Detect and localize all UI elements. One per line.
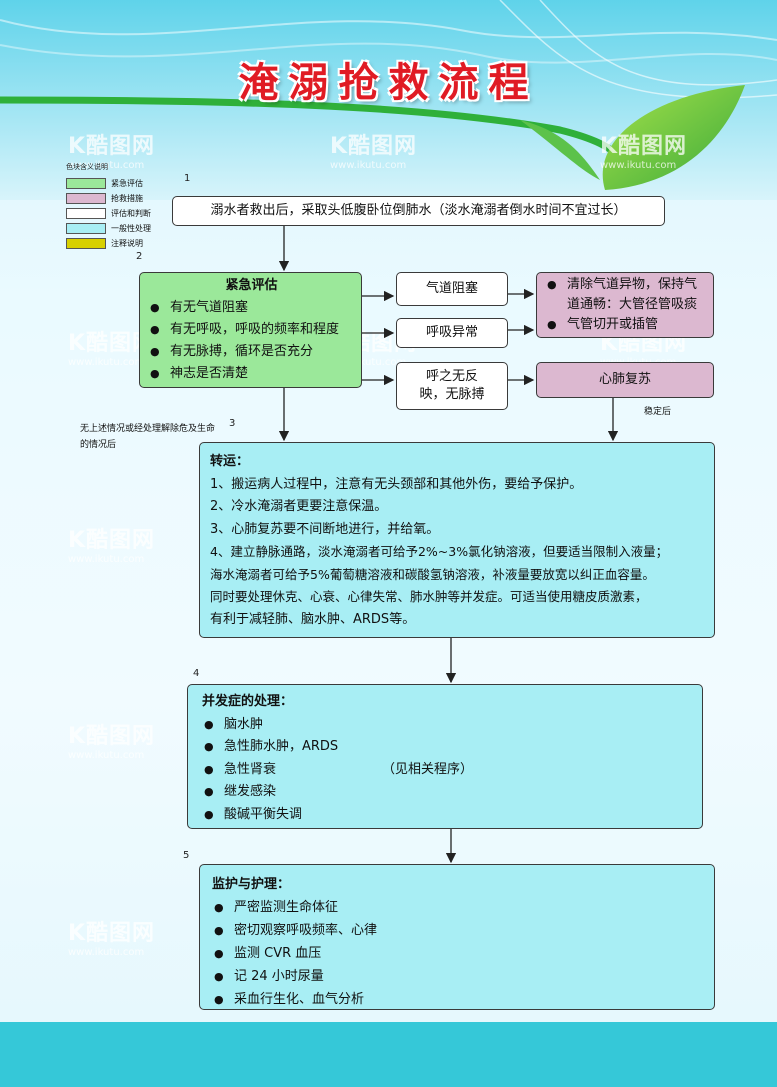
page-title: 淹溺抢救流程 [238,59,539,106]
legend-item: 评估和判断 [66,206,151,221]
transfer-line: 有利于减轻肺、脑水肿、ARDS等。 [210,611,416,627]
cpr-box: 心肺复苏 [536,362,714,398]
rescue-step-box: 溺水者救出后，采取头低腹卧位倒肺水（淡水淹溺者倒水时间不宜过长） [172,196,665,226]
assessment-title: 紧急评估 [225,278,278,293]
measure-item: 气管切开或插管 [545,315,707,335]
legend-item: 注释说明 [66,236,151,251]
complications-box: 并发症的处理： 脑水肿 急性肺水肿，ARDS 急性肾衰 继发感染 酸碱平衡失调 [187,684,703,829]
transfer-line: 同时要处理休克、心衰、心律失常、肺水肿等并发症。可适当使用糖皮质激素， [210,589,648,604]
color-legend: 色块含义说明 紧急评估 抢救措施 评估和判断 一般性处理 注释说明 [66,162,151,251]
step-number: 1 [184,173,191,184]
complications-title: 并发症的处理： [202,694,294,709]
monitoring-box: 监护与护理： 严密监测生命体征 密切观察呼吸频率、心律 监测 CVR 血压 记 … [199,864,715,1011]
footer-band [0,1022,777,1087]
transfer-line: 3、心肺复苏要不间断地进行，并给氧。 [210,521,440,537]
stable-note: 稳定后 [644,407,672,417]
assessment-item: 神志是否清楚 [148,363,355,385]
airway-clearance-box: 清除气道异物，保持气道通畅：大管径管吸痰 气管切开或插管 [536,272,714,338]
complication-item: 酸碱平衡失调 [202,804,694,827]
monitoring-item: 采血行生化、血气分析 [212,988,706,1011]
monitoring-title: 监护与护理： [212,877,291,892]
complication-item: 脑水肿 [202,714,694,737]
legend-title: 色块含义说明 [66,163,108,171]
transfer-line: 1、搬运病人过程中，注意有无头颈部和其他外伤，要给予保护。 [210,476,583,492]
complication-item: 急性肺水肿，ARDS [202,736,694,759]
header-background [0,0,777,200]
monitoring-item: 密切观察呼吸频率、心律 [212,919,706,942]
step-number: 2 [136,251,143,262]
assessment-item: 有无脉搏，循环是否充分 [148,341,355,363]
monitoring-item: 监测 CVR 血压 [212,942,706,965]
legend-swatch [66,223,106,234]
legend-item: 紧急评估 [66,176,151,191]
assessment-item: 有无呼吸，呼吸的频率和程度 [148,319,355,341]
transfer-line: 4、建立静脉通路，淡水淹溺者可给予2%~3%氯化钠溶液，但要适当限制入液量； [210,544,669,559]
step-number: 5 [183,850,190,861]
step-number: 4 [193,668,200,679]
legend-item: 一般性处理 [66,221,151,236]
step-number: 3 [229,418,236,429]
measure-item: 清除气道异物，保持气道通畅：大管径管吸痰 [545,275,707,315]
transfer-line: 海水淹溺者可给予5%葡萄糖溶液和碳酸氢钠溶液，补液量要放宽以纠正血容量。 [210,566,655,582]
legend-swatch [66,208,106,219]
abnormal-breathing-box: 呼吸异常 [396,318,508,348]
legend-swatch [66,238,106,249]
transfer-title: 转运： [210,454,250,469]
complication-item: 继发感染 [202,781,694,804]
legend-item: 抢救措施 [66,191,151,206]
no-pulse-box: 呼之无反映，无脉搏 [396,362,508,410]
monitoring-item: 记 24 小时尿量 [212,965,706,988]
legend-swatch [66,193,106,204]
complication-item: 急性肾衰 [202,759,694,782]
legend-swatch [66,178,106,189]
no-condition-note: 无上述情况或经处理解除危及生命的情况后 [80,424,216,450]
assessment-item: 有无气道阻塞 [148,297,355,319]
monitoring-item: 严密监测生命体征 [212,896,706,919]
transfer-box: 转运： 1、搬运病人过程中，注意有无头颈部和其他外伤，要给予保护。 2、冷水淹溺… [199,442,715,638]
complications-note: （见相关程序） [382,762,474,777]
airway-obstruction-box: 气道阻塞 [396,272,508,306]
emergency-assessment-box: 紧急评估 有无气道阻塞 有无呼吸，呼吸的频率和程度 有无脉搏，循环是否充分 神志… [139,272,362,388]
transfer-line: 2、冷水淹溺者更要注意保温。 [210,499,388,514]
